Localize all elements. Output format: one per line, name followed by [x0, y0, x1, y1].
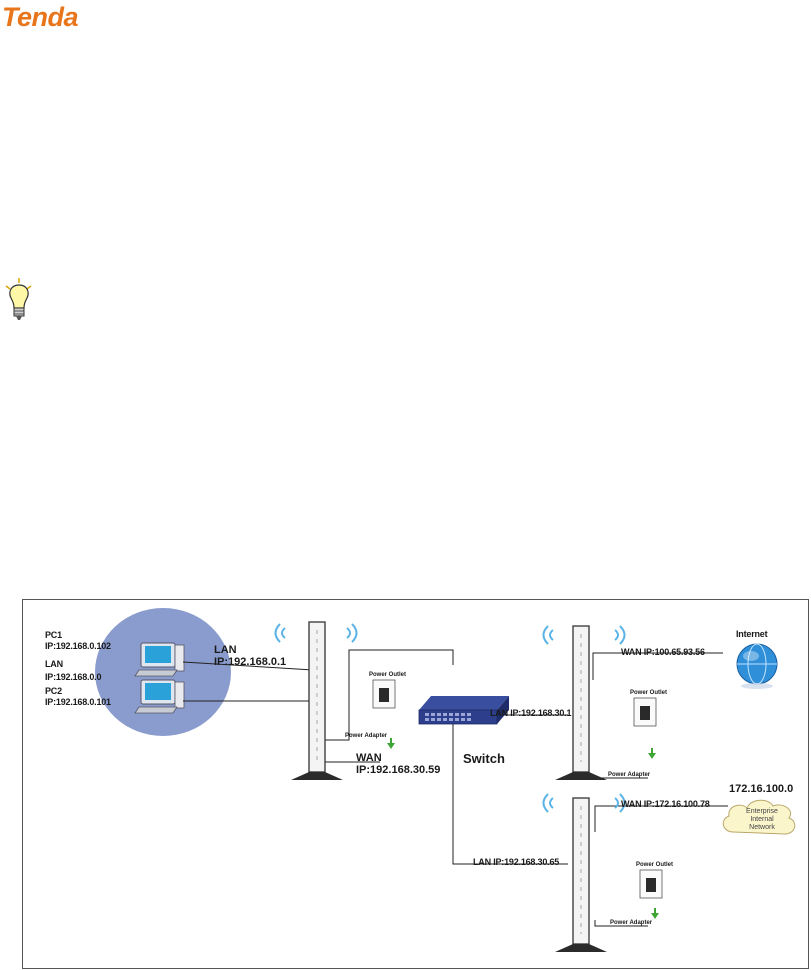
router1-wan-label: WAN: [356, 752, 382, 764]
enterprise-line1: Enterprise: [746, 808, 778, 815]
pc2-ip: IP:192.168.0.101: [45, 697, 111, 707]
router1-wan-ip: IP:192.168.30.59: [356, 764, 441, 776]
enterprise-line3: Network: [749, 824, 775, 831]
router3-wan-ip: WAN IP:172.16.100.78: [621, 799, 710, 809]
router2-icon: [542, 625, 626, 780]
pc1-icon: [134, 642, 185, 677]
router1-lan-ip: IP:192.168.0.1: [214, 656, 287, 668]
power-outlet-2-icon: [633, 697, 657, 759]
power-adapter-1-label: Power Adapter: [345, 733, 388, 739]
diagram-graphics: [95, 608, 796, 952]
power-outlet-3-icon: [639, 869, 663, 919]
pc1-ip: IP:192.168.0.102: [45, 641, 111, 651]
enterprise-network-label: Enterprise Internal Network: [733, 808, 791, 832]
network-diagram: PC1 IP:192.168.0.102 LAN IP:192.168.0.0 …: [22, 599, 809, 969]
power-outlet-1-icon: [372, 679, 396, 749]
pc-lan-label: LAN: [45, 659, 63, 669]
power-adapter-2-label: Power Adapter: [608, 772, 651, 778]
tenda-logo: Tenda: [2, 2, 79, 32]
pc2-name: PC2: [45, 686, 62, 696]
pc2-icon: [134, 679, 185, 714]
router3-lan-ip: LAN IP:192.168.30.65: [473, 857, 560, 867]
router1-lan-label: LAN: [214, 644, 237, 656]
enterprise-subnet: 172.16.100.0: [729, 783, 794, 795]
power-outlet-3-label: Power Outlet: [636, 862, 674, 868]
switch-icon: [418, 696, 509, 725]
internet-label: Internet: [736, 629, 768, 639]
pc1-name: PC1: [45, 630, 62, 640]
power-outlet-1-label: Power Outlet: [369, 672, 407, 678]
svg-text:Tenda: Tenda: [2, 2, 78, 32]
enterprise-line2: Internal: [750, 816, 774, 823]
router3-icon: [542, 793, 626, 952]
internet-globe-icon: [736, 643, 778, 689]
router2-wan-ip: WAN IP:100.65.93.56: [621, 647, 705, 657]
router2-lan-ip: LAN IP:192.168.30.1: [490, 708, 572, 718]
pc-lan-ip: IP:192.168.0.0: [45, 672, 102, 682]
switch-label: Switch: [463, 751, 505, 766]
power-adapter-3-label: Power Adapter: [610, 920, 653, 926]
lightbulb-icon: [5, 278, 32, 320]
power-outlet-2-label: Power Outlet: [630, 690, 668, 696]
router1-icon: [274, 621, 358, 780]
enterprise-cloud-icon: [722, 799, 796, 835]
